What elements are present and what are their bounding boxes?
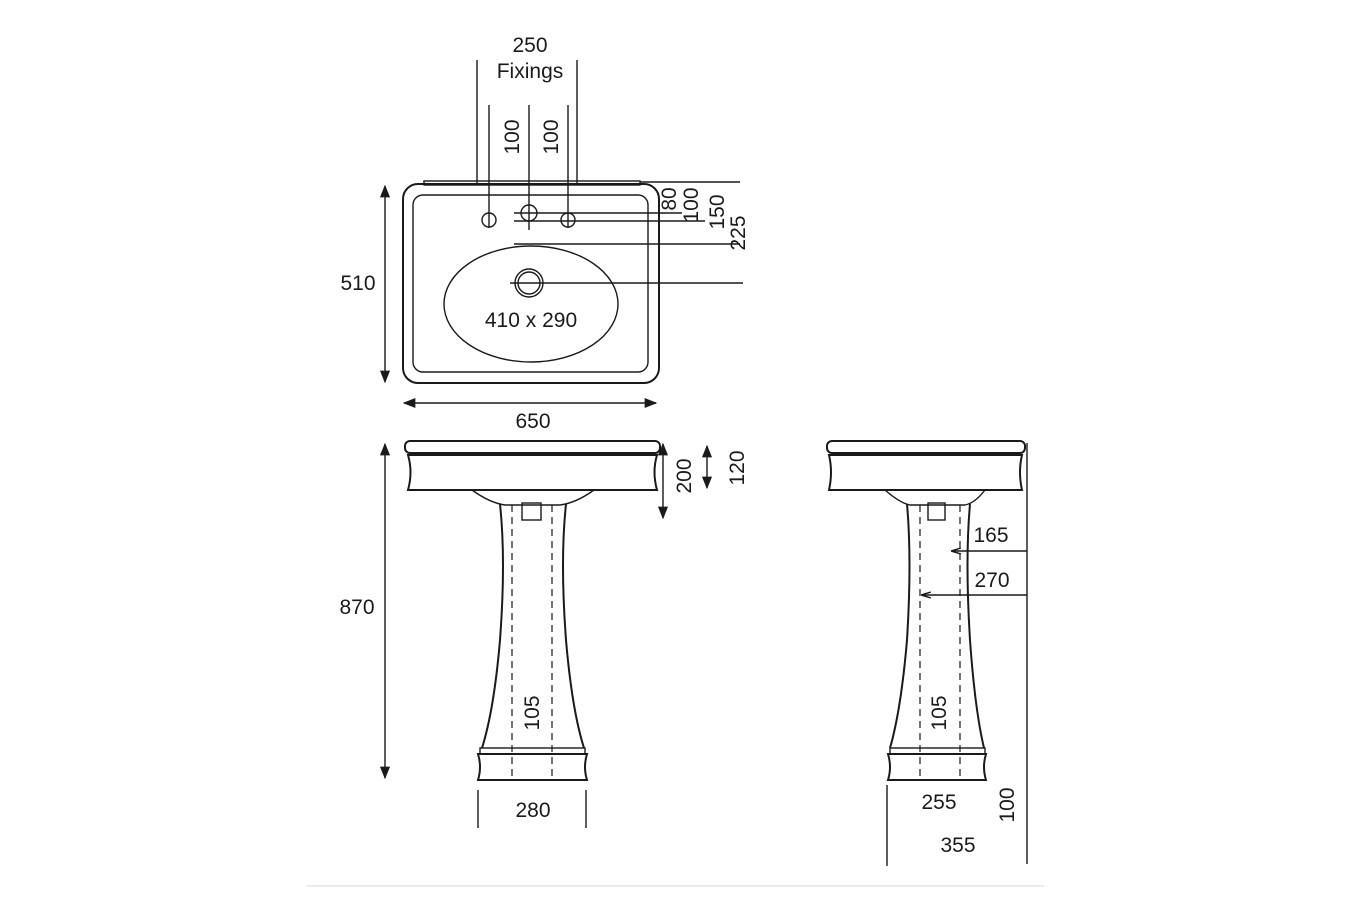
- tap-spacing-right: 100: [540, 119, 563, 154]
- waste-offset-1: 165: [973, 524, 1008, 547]
- overall-height: 870: [339, 596, 374, 619]
- basin-bowl: [443, 245, 619, 363]
- bowl-underside: [884, 489, 986, 506]
- offset-225: 225: [727, 215, 750, 250]
- bowl-height: 200: [673, 458, 696, 493]
- pedestal-right: [966, 503, 985, 749]
- fixings-label: Fixings: [497, 60, 564, 83]
- bowl-body: [406, 454, 659, 491]
- width-label: 650: [515, 410, 550, 433]
- rim-height: 120: [726, 450, 749, 485]
- drain-inner: [517, 271, 541, 295]
- depth-label: 510: [340, 272, 375, 295]
- waste-width: 105: [521, 695, 544, 730]
- offset-100: 100: [680, 187, 703, 222]
- base-width: 280: [515, 799, 550, 822]
- top-view: 250 Fixings 100 100 80 100 150 225 410 x…: [340, 34, 750, 433]
- waste-square: [521, 502, 542, 521]
- side-view: 105 165 270 255 100 355: [826, 440, 1028, 866]
- waste-square: [927, 502, 946, 521]
- pedestal-base: [476, 753, 589, 781]
- pedestal-base: [886, 753, 988, 781]
- offset-150: 150: [706, 194, 729, 229]
- base-depth: 255: [921, 791, 956, 814]
- bowl-body: [827, 454, 1024, 491]
- rim: [826, 440, 1026, 454]
- overall-depth: 355: [940, 834, 975, 857]
- rim: [404, 440, 661, 454]
- pedestal-left: [481, 503, 504, 749]
- fixings-value: 250: [512, 34, 547, 57]
- tap-spacing-left: 100: [501, 119, 524, 154]
- tap-hole-left: [481, 212, 497, 228]
- waste-offset-2: 270: [974, 569, 1009, 592]
- waste-width: 105: [928, 695, 951, 730]
- pedestal-left: [889, 503, 911, 749]
- offset-80: 80: [658, 187, 681, 210]
- bowl-underside: [471, 489, 595, 506]
- drain-outer: [514, 268, 544, 298]
- pedestal-right: [562, 503, 585, 749]
- base-height: 100: [996, 787, 1019, 822]
- front-view: 105 870 200 120 280: [339, 440, 749, 828]
- basin-size: 410 x 290: [485, 309, 577, 332]
